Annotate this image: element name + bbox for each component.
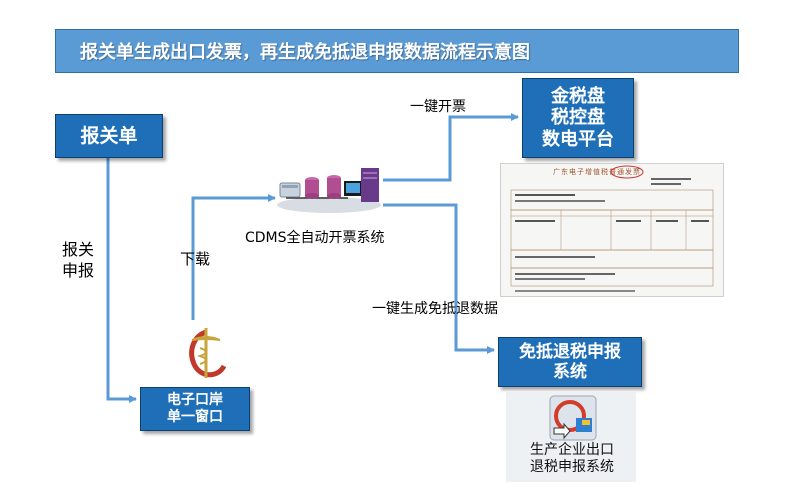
customs-emblem-icon bbox=[189, 328, 227, 378]
refund-system-box: 免抵退税申报 系统 bbox=[498, 337, 642, 387]
refund-software-icon: 生产企业出口 退税申报系统 bbox=[506, 392, 636, 482]
arrow-cdms-to-refund bbox=[383, 203, 495, 354]
cdms-server-illustration bbox=[277, 168, 381, 213]
invoice-header: 广东电子增值税普通发票 bbox=[553, 168, 641, 176]
tax-disk-box: 金税盘 税控盘 数电平台 bbox=[522, 78, 634, 158]
one-click-refund-label: 一键生成免抵退数据 bbox=[372, 301, 498, 317]
arrow-declaration-to-eport bbox=[106, 157, 137, 403]
page-title: 报关单生成出口发票，再生成免抵退申报数据流程示意图 bbox=[55, 29, 739, 73]
arrow-eport-to-cdms bbox=[191, 194, 276, 320]
software-caption: 生产企业出口 退税申报系统 bbox=[530, 442, 614, 475]
e-port-box: 电子口岸 单一窗口 bbox=[140, 387, 250, 431]
customs-declaration-box: 报关单 bbox=[55, 114, 163, 158]
customs-report-label: 报关 申报 bbox=[62, 240, 95, 280]
cdms-label: CDMS全自动开票系统 bbox=[245, 230, 385, 246]
arrow-cdms-to-taxdisk bbox=[383, 113, 519, 182]
invoice-image: 广东电子增值税普通发票 bbox=[500, 163, 724, 297]
software-shortcut-icon bbox=[549, 395, 597, 441]
download-label: 下载 bbox=[180, 250, 211, 268]
one-click-invoice-label: 一键开票 bbox=[410, 99, 466, 115]
